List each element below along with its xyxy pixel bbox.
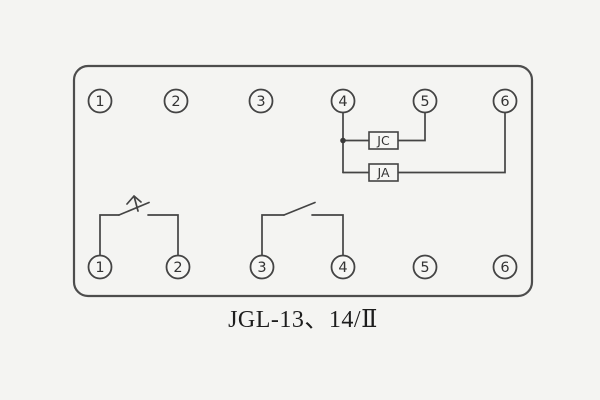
terminal-top-1: 1 — [87, 88, 113, 114]
terminal-circle — [492, 254, 518, 280]
terminal-bottom-6: 6 — [492, 254, 518, 280]
terminal-number: 3 — [256, 94, 265, 110]
terminal-bottom-5: 5 — [412, 254, 438, 280]
top-terminal-row: 1 2 3 4 5 6 — [87, 88, 518, 114]
wire-jc-to-terminal5 — [397, 111, 426, 142]
terminal-number: 5 — [420, 260, 429, 276]
contact-1-2-right-lead — [147, 214, 179, 257]
component-jc: JC — [368, 131, 399, 150]
terminal-number: 1 — [95, 94, 104, 110]
terminal-number: 6 — [500, 94, 509, 110]
jc-label: JC — [376, 133, 390, 148]
contact-3-4 — [261, 201, 344, 257]
terminal-top-3: 3 — [248, 88, 274, 114]
bottom-terminal-row: 1 2 3 4 5 6 — [87, 254, 518, 280]
terminal-circle — [165, 254, 191, 280]
terminal-circle — [87, 254, 113, 280]
terminal-number: 3 — [257, 260, 266, 276]
ja-box — [368, 163, 399, 182]
terminal-bottom-1: 1 — [87, 254, 113, 280]
relay-case-outline — [72, 64, 534, 298]
terminal-bottom-4: 4 — [330, 254, 356, 280]
contact-1-2-left-lead — [99, 214, 120, 257]
terminal-circle — [330, 88, 356, 114]
actuation-arrow-icon — [126, 195, 142, 212]
terminal-number: 2 — [171, 94, 180, 110]
terminal-circle — [249, 254, 275, 280]
terminal-circle — [87, 88, 113, 114]
model-caption: JGL-13、14/Ⅱ — [228, 307, 378, 333]
terminal-circle — [492, 88, 518, 114]
terminal-number: 4 — [338, 260, 347, 276]
ja-label: JA — [376, 165, 389, 180]
terminal-bottom-2: 2 — [165, 254, 191, 280]
jc-box — [368, 131, 399, 150]
terminal-number: 4 — [338, 94, 347, 110]
terminal-circle — [248, 88, 274, 114]
terminal-number: 5 — [420, 94, 429, 110]
terminal-number: 1 — [95, 260, 104, 276]
terminal-top-2: 2 — [163, 88, 189, 114]
component-ja: JA — [368, 163, 399, 182]
junction-dot — [340, 137, 346, 144]
terminal-top-6: 6 — [492, 88, 518, 114]
terminal-bottom-3: 3 — [249, 254, 275, 280]
contact-3-4-right-lead — [311, 214, 344, 257]
terminal-top-4: 4 — [330, 88, 356, 114]
contact-1-2-blade — [118, 201, 150, 216]
terminal-number: 6 — [500, 260, 509, 276]
terminal-circle — [412, 88, 438, 114]
wire-ja-to-terminal6 — [397, 111, 506, 174]
terminal-top-5: 5 — [412, 88, 438, 114]
terminal-number: 2 — [173, 260, 182, 276]
contact-3-4-blade — [283, 201, 316, 216]
terminal-circle — [163, 88, 189, 114]
terminal-circle — [330, 254, 356, 280]
contact-3-4-left-lead — [261, 214, 285, 257]
terminal-circle — [412, 254, 438, 280]
contact-1-2 — [99, 195, 179, 257]
